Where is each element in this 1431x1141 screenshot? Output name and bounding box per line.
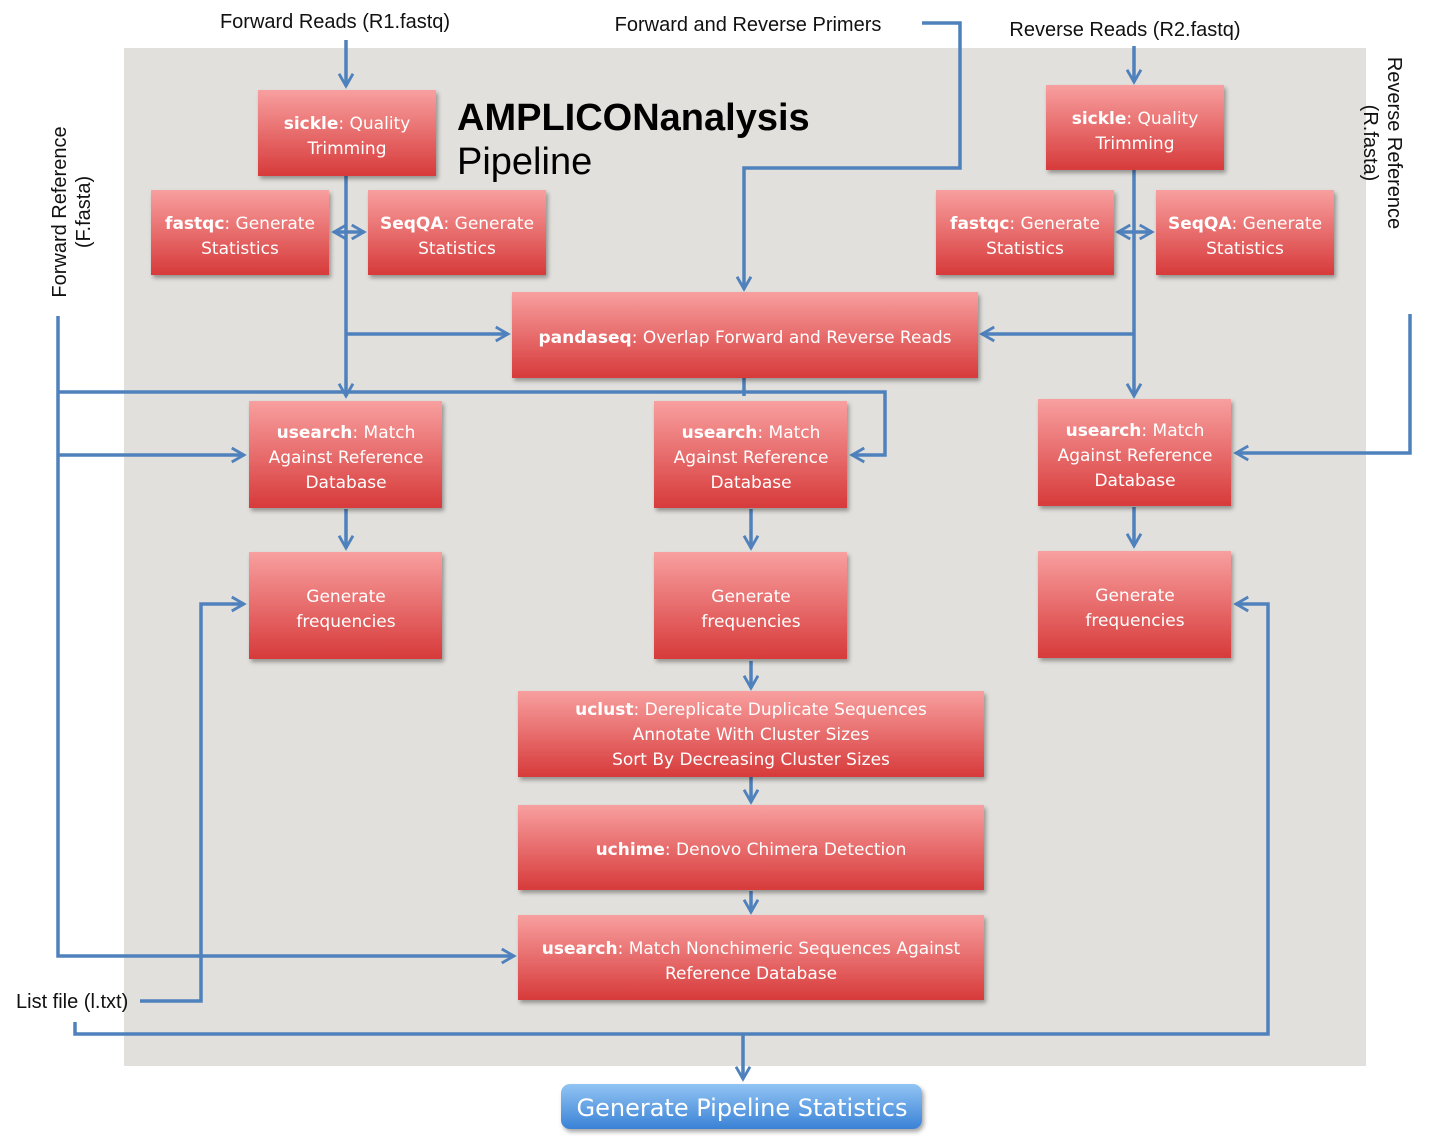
svg-text:frequencies: frequencies	[701, 612, 800, 632]
svg-text:(R.fasta): (R.fasta)	[1359, 105, 1381, 182]
svg-text:Statistics: Statistics	[986, 239, 1064, 259]
svg-text:pandaseq: Overlap Forward and: pandaseq: Overlap Forward and Reverse Re…	[538, 328, 951, 348]
svg-text:usearch: Match: usearch: Match	[1066, 421, 1205, 441]
usearch-mid-box: usearch: Match Against Reference Databas…	[654, 401, 847, 508]
frequencies-mid-box: Generate frequencies	[654, 552, 847, 659]
forward-reads-label: Forward Reads (R1.fastq)	[220, 11, 450, 33]
svg-text:Against Reference: Against Reference	[1058, 446, 1213, 466]
svg-text:Generate: Generate	[711, 587, 790, 607]
reverse-reads-label: Reverse Reads (R2.fastq)	[1009, 19, 1240, 41]
svg-text:uchime: Denovo Chimera Detecti: uchime: Denovo Chimera Detection	[596, 840, 907, 860]
svg-text:fastqc: Generate: fastqc: Generate	[950, 214, 1100, 234]
connectors	[56, 21, 1412, 1082]
svg-text:Sort By Decreasing Cluster Siz: Sort By Decreasing Cluster Sizes	[612, 750, 890, 770]
svg-text:Annotate With Cluster Sizes: Annotate With Cluster Sizes	[633, 725, 870, 745]
svg-text:Statistics: Statistics	[418, 239, 496, 259]
svg-text:Generate Pipeline Statistics: Generate Pipeline Statistics	[577, 1094, 908, 1122]
svg-text:frequencies: frequencies	[296, 612, 395, 632]
svg-text:sickle: Quality: sickle: Quality	[1072, 109, 1199, 129]
fastqc-left-box: fastqc: Generate Statistics	[151, 190, 329, 275]
pandaseq-box: pandaseq: Overlap Forward and Reverse Re…	[512, 292, 978, 378]
list-file-label: List file (l.txt)	[16, 991, 128, 1013]
svg-text:SeqQA: Generate: SeqQA: Generate	[380, 214, 534, 234]
svg-text:SeqQA: Generate: SeqQA: Generate	[1168, 214, 1322, 234]
svg-text:usearch: Match: usearch: Match	[277, 423, 416, 443]
svg-text:(F.fasta): (F.fasta)	[73, 176, 95, 248]
svg-text:uclust: Dereplicate Duplicate: uclust: Dereplicate Duplicate Sequences	[575, 700, 927, 720]
fastqc-right-box: fastqc: Generate Statistics	[936, 190, 1114, 275]
svg-text:Statistics: Statistics	[1206, 239, 1284, 259]
svg-text:frequencies: frequencies	[1085, 611, 1184, 631]
title-bold: AMPLICONanalysis	[457, 97, 810, 139]
svg-text:fastqc: Generate: fastqc: Generate	[165, 214, 315, 234]
title-regular: Pipeline	[457, 141, 592, 183]
svg-text:Generate: Generate	[306, 587, 385, 607]
svg-text:Generate: Generate	[1095, 586, 1174, 606]
svg-text:Database: Database	[1094, 471, 1175, 491]
seqqa-right-box: SeqQA: Generate Statistics	[1156, 190, 1334, 275]
usearch-final-box: usearch: Match Nonchimeric Sequences Aga…	[518, 915, 984, 1000]
svg-text:Against Reference: Against Reference	[269, 448, 424, 468]
forward-reference-label: Forward Reference (F.fasta)	[49, 126, 95, 297]
primers-label: Forward and Reverse Primers	[615, 14, 882, 36]
usearch-right-box: usearch: Match Against Reference Databas…	[1038, 399, 1231, 506]
frequencies-left-box: Generate frequencies	[249, 552, 442, 659]
sickle-right-box: sickle: Quality Trimming	[1046, 85, 1224, 170]
svg-text:Database: Database	[305, 473, 386, 493]
uclust-box: uclust: Dereplicate Duplicate Sequences …	[518, 691, 984, 777]
svg-text:Reference Database: Reference Database	[665, 964, 837, 984]
svg-text:Database: Database	[710, 473, 791, 493]
svg-text:Trimming: Trimming	[1094, 134, 1174, 154]
svg-text:usearch: Match Nonchimeric Seq: usearch: Match Nonchimeric Sequences Aga…	[542, 939, 961, 959]
usearch-left-box: usearch: Match Against Reference Databas…	[249, 401, 442, 508]
svg-text:sickle: Quality: sickle: Quality	[284, 114, 411, 134]
sickle-left-box: sickle: Quality Trimming	[258, 90, 436, 176]
seqqa-left-box: SeqQA: Generate Statistics	[368, 190, 546, 275]
svg-text:Forward Reference: Forward Reference	[49, 126, 71, 297]
uchime-box: uchime: Denovo Chimera Detection	[518, 805, 984, 890]
svg-text:Reverse Reference: Reverse Reference	[1383, 57, 1405, 229]
svg-text:Statistics: Statistics	[201, 239, 279, 259]
svg-text:Against Reference: Against Reference	[674, 448, 829, 468]
frequencies-right-box: Generate frequencies	[1038, 551, 1231, 658]
svg-text:usearch: Match: usearch: Match	[682, 423, 821, 443]
reverse-reference-label: Reverse Reference (R.fasta)	[1359, 57, 1405, 229]
generate-pipeline-statistics-box: Generate Pipeline Statistics	[561, 1084, 922, 1129]
svg-text:Trimming: Trimming	[306, 139, 386, 159]
